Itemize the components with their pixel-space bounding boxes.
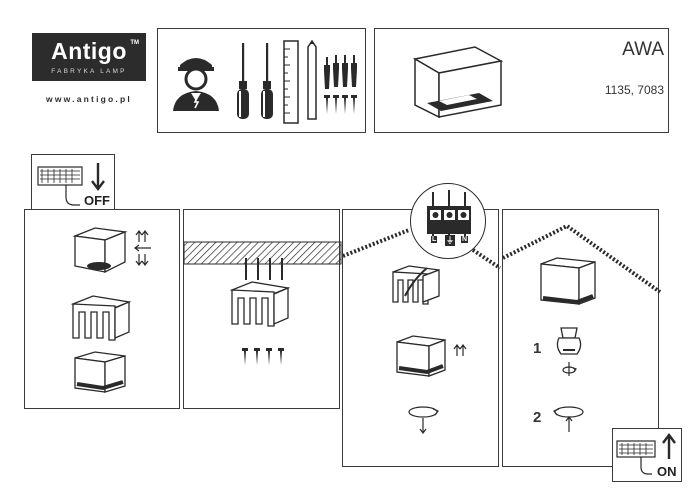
switch-panel-icon (616, 433, 676, 475)
switch-panel-icon (37, 163, 105, 206)
power-on-badge: ON (612, 428, 682, 482)
arrow-up-icon (453, 344, 467, 356)
power-on-label: ON (657, 464, 677, 479)
step-panel-bulb: 1 2 (502, 209, 662, 467)
bulb-illustration (502, 223, 662, 432)
ruler-icon (283, 40, 299, 124)
arrow-up-icon (662, 433, 676, 459)
terminal-block-callout: L ⏚ N (410, 183, 486, 259)
cube-lamp-icon (412, 46, 504, 119)
brand-url[interactable]: www.antigo.pl (46, 94, 132, 104)
gu10-bulb-icon (556, 327, 582, 355)
cube-lamp-icon (74, 351, 126, 393)
rotate-arrow-icon (562, 362, 577, 376)
arrow-up-icon (135, 230, 149, 242)
ceiling-mount-illustration (183, 241, 342, 365)
wall-plug-icon (324, 55, 357, 89)
arrow-down-icon (135, 254, 149, 266)
arrow-down-icon (91, 163, 105, 191)
rotate-arrow-icon (553, 406, 584, 432)
power-off-badge: OFF (31, 154, 115, 212)
pencil-icon (307, 39, 317, 120)
product-codes: 1135, 7083 (604, 83, 664, 97)
product-name: AWA (622, 39, 664, 60)
brand-name: Antigo (51, 38, 127, 64)
assembly-illustration (70, 227, 151, 393)
arrow-left-icon (134, 244, 151, 252)
mounting-bracket-icon (70, 295, 132, 341)
product-panel (374, 28, 669, 133)
cube-lamp-icon (72, 227, 128, 274)
cube-lamp-icon (396, 335, 446, 377)
wall-plug-icon (245, 258, 283, 280)
wiring-illustration (342, 228, 502, 434)
screw-icon (242, 348, 284, 365)
step-number-1: 1 (533, 340, 542, 357)
mounting-bracket-icon (392, 265, 440, 305)
terminal-label-n: N (461, 236, 469, 243)
brand-trademark: TM (130, 40, 139, 46)
mounting-bracket-icon (229, 281, 291, 327)
step-panel-ceiling-mount (183, 209, 342, 409)
terminal-label-ground: ⏚ (445, 235, 455, 246)
rotate-arrow-icon (408, 406, 439, 434)
brand-tagline: FABRYKA LAMP (51, 68, 127, 75)
terminal-label-l: L (431, 236, 438, 243)
step-number-2: 2 (533, 409, 542, 426)
brand-logo: Antigo TM FABRYKA LAMP (32, 33, 146, 81)
screwdriver-icon (237, 43, 273, 119)
cube-lamp-icon (540, 257, 596, 305)
terminal-block-icon (427, 190, 471, 242)
step-panel-wiring (342, 209, 502, 467)
tools-illustration (173, 39, 357, 124)
power-off-label: OFF (84, 193, 110, 208)
step-panel-assembly (24, 209, 180, 409)
screw-icon (324, 95, 357, 114)
electrician-icon (173, 58, 219, 111)
tools-panel (157, 28, 366, 133)
